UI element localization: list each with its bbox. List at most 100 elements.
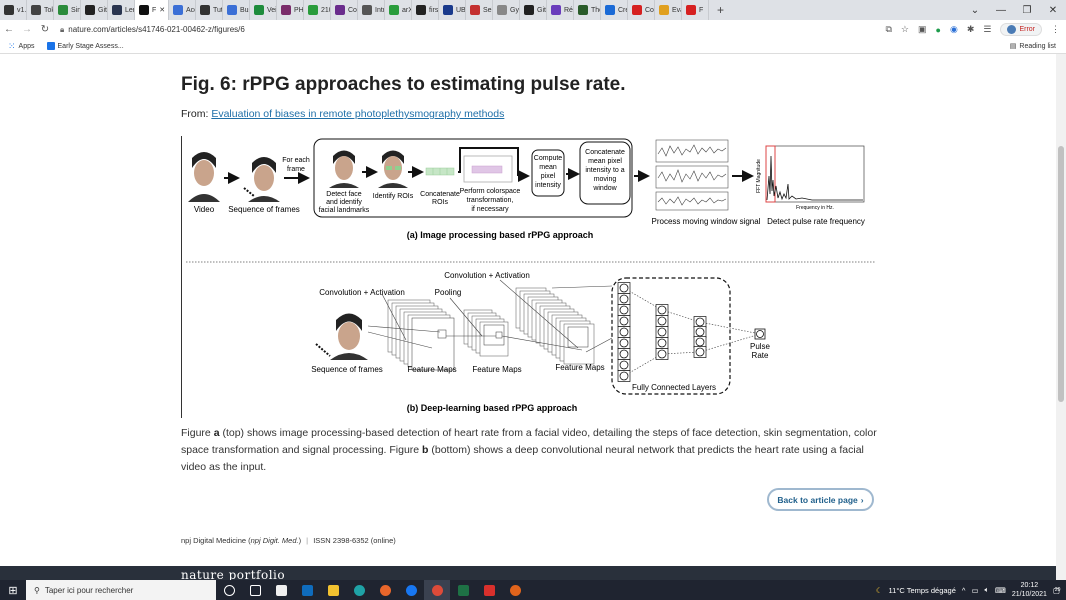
taskbar-search[interactable]: ⚲ Taper ici pour rechercher: [26, 580, 216, 600]
browser-tab[interactable]: Cor: [628, 0, 655, 20]
browser-tab[interactable]: Eval: [655, 0, 682, 20]
browser-tab[interactable]: F✕: [135, 0, 169, 20]
nature-portfolio-logo[interactable]: nature portfolio: [181, 568, 286, 580]
extension-green-icon[interactable]: ●: [935, 24, 941, 35]
browser-tab[interactable]: Cor: [331, 0, 358, 20]
edge-icon[interactable]: [346, 580, 372, 600]
browser-tab[interactable]: Tuto: [196, 0, 223, 20]
browser-tab[interactable]: PHF: [277, 0, 304, 20]
fft-plot: [765, 145, 865, 203]
browser-tab[interactable]: Cré: [601, 0, 628, 20]
app-arrow-icon[interactable]: [502, 580, 528, 600]
task-view-icon[interactable]: [242, 580, 268, 600]
extensions-puzzle-icon[interactable]: ✱: [966, 24, 975, 34]
tab-label: Gith: [537, 6, 546, 14]
bookmark-star-icon[interactable]: ☆: [900, 24, 909, 34]
clock[interactable]: 20:12 21/10/2021: [1012, 581, 1047, 599]
browser-tab[interactable]: The: [574, 0, 601, 20]
tab-favicon-icon: [605, 5, 615, 15]
excel-icon[interactable]: [450, 580, 476, 600]
forward-arrow-icon[interactable]: →: [22, 24, 32, 35]
browser-tab[interactable]: Gyn: [493, 0, 520, 20]
back-arrow-icon[interactable]: ←: [4, 24, 14, 35]
profile-error-button[interactable]: Error: [1000, 23, 1042, 36]
windows-start-icon[interactable]: ⊞: [8, 584, 18, 597]
firefox-icon[interactable]: [372, 580, 398, 600]
browser-tab[interactable]: Rép: [547, 0, 574, 20]
reload-icon[interactable]: ↻: [40, 24, 50, 35]
browser-tab[interactable]: Self: [466, 0, 493, 20]
tab-favicon-icon: [31, 5, 41, 15]
reading-list-icon[interactable]: ☰: [983, 24, 992, 34]
label-fm1: Feature Maps: [407, 365, 456, 374]
tab-label: The: [591, 6, 600, 14]
label-compute-4: intensity: [535, 182, 561, 189]
tab-favicon-icon: [497, 5, 507, 15]
browser-tab[interactable]: Bus: [223, 0, 250, 20]
bookmark-apps[interactable]: ⁙ Apps: [8, 41, 35, 52]
tab-search-icon[interactable]: ⌄: [970, 4, 980, 16]
close-tab-icon[interactable]: ✕: [159, 7, 166, 14]
browser-tab[interactable]: Gith: [520, 0, 547, 20]
minimize-button[interactable]: —: [996, 4, 1006, 16]
tab-label: Rép: [564, 6, 573, 14]
fc-neuron: [619, 327, 629, 337]
new-tab-button[interactable]: +: [717, 3, 725, 17]
url-text: nature.com/articles/s41746-021-00462-z/f…: [68, 24, 245, 34]
url-field[interactable]: 🔒︎nature.com/articles/s41746-021-00462-z…: [60, 25, 245, 35]
facebook-icon[interactable]: [398, 580, 424, 600]
chrome-icon[interactable]: [424, 580, 450, 600]
mail-icon[interactable]: [294, 580, 320, 600]
notification-count: 20: [1054, 586, 1061, 593]
browser-tab[interactable]: Gith: [81, 0, 108, 20]
label-concat-mean-2: mean pixel: [588, 158, 622, 165]
fft-y-axis-label: FFT Magnitude: [756, 159, 762, 193]
fc-neuron: [657, 305, 667, 315]
browser-tab[interactable]: Acc: [169, 0, 196, 20]
browser-tab[interactable]: Intr: [358, 0, 385, 20]
tab-favicon-icon: [632, 5, 642, 15]
tray-chevron-icon[interactable]: ^: [961, 585, 966, 595]
tab-label: Bus: [240, 6, 249, 14]
output-neuron: [756, 330, 764, 338]
journal-abbr: npj Digit. Med.: [250, 536, 299, 545]
file-explorer-icon[interactable]: [320, 580, 346, 600]
volume-icon[interactable]: 🔈︎: [984, 585, 990, 594]
fc-neuron: [657, 327, 667, 337]
scrollbar-thumb[interactable]: [1058, 146, 1064, 402]
article-link[interactable]: Evaluation of biases in remote photoplet…: [211, 108, 505, 120]
browser-tab[interactable]: arXi: [385, 0, 412, 20]
store-icon[interactable]: [268, 580, 294, 600]
browser-tab[interactable]: 210: [304, 0, 331, 20]
tab-favicon-icon: [389, 5, 399, 15]
menu-kebab-icon[interactable]: ⋮: [1051, 24, 1060, 34]
journal-footer: npj Digital Medicine (npj Digit. Med.) |…: [181, 536, 396, 545]
cast-icon[interactable]: ▣: [918, 24, 927, 34]
tab-favicon-icon: [362, 5, 372, 15]
notification-icon[interactable]: ▢20: [1052, 585, 1061, 595]
browser-tab[interactable]: UBF: [439, 0, 466, 20]
language-icon[interactable]: ⌨: [995, 585, 1006, 595]
label-concat-mean-3: intensity to a: [585, 167, 624, 174]
extension-blue-icon[interactable]: ◉: [949, 24, 958, 34]
caption-part: (top) shows image processing-based detec…: [181, 427, 877, 456]
browser-tab[interactable]: Toky: [27, 0, 54, 20]
bookmark-early-stage[interactable]: Early Stage Assess...: [46, 42, 124, 50]
browser-tab[interactable]: Veil: [250, 0, 277, 20]
maximize-button[interactable]: ❐: [1022, 4, 1032, 16]
caption-part-bold: b: [422, 444, 429, 456]
back-to-article-button[interactable]: Back to article page ›: [767, 488, 874, 511]
close-window-button[interactable]: ✕: [1048, 4, 1058, 16]
browser-tab[interactable]: F: [682, 0, 709, 20]
reading-list-button[interactable]: ▤ Reading list: [1010, 42, 1056, 51]
browser-tab[interactable]: v1.5: [0, 0, 27, 20]
weather-text[interactable]: 11°C Temps dégagé: [888, 585, 956, 595]
browser-tab[interactable]: Len: [108, 0, 135, 20]
browser-tab[interactable]: first: [412, 0, 439, 20]
browser-tab[interactable]: Sing: [54, 0, 81, 20]
acrobat-icon[interactable]: [476, 580, 502, 600]
cortana-icon[interactable]: [216, 580, 242, 600]
translate-icon[interactable]: ⧉: [885, 24, 892, 34]
scrollbar[interactable]: [1056, 54, 1066, 580]
network-icon[interactable]: ▭: [971, 585, 979, 595]
